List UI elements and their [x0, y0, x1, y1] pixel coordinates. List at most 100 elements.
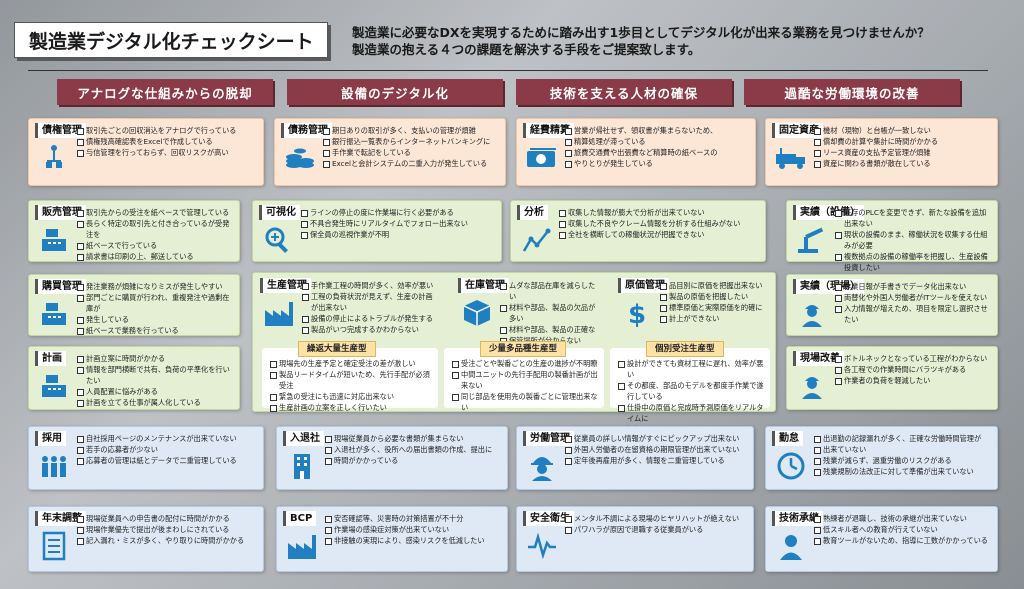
card-title: 安全衛生	[523, 511, 574, 526]
checklist-item: 銀行振込一覧表からインターネットバンキングに	[323, 136, 501, 147]
checklist-item: 外国人労働者の在留資格の期限管理が出来ていない	[565, 444, 749, 455]
card-title: 生産管理	[260, 278, 311, 293]
checklist-item: 紙ベースで業務を行っている	[77, 325, 235, 336]
worker-icon	[795, 297, 829, 331]
card-item-list: 品目別に原価を把握出来ない製品の原価を把握したい標準原価と実際原価を的確に計上が…	[660, 280, 768, 324]
checklist-item: 計上ができない	[660, 313, 768, 324]
checklist-item: 緊急の受注にも迅速に対応出来ない	[270, 391, 434, 402]
checklist-item: 各工程での作業時間にバラツキがある	[835, 364, 993, 375]
checklist-item: 手作業工程の時間が多く、効率が悪い	[302, 280, 436, 291]
card-anzen: 安全衛生メンタル不調による現場のヒヤリハットが絶えないパワハラが原因で退職する従…	[516, 506, 754, 572]
checklist-item: ボトルネックとなっている工程がわからない	[835, 353, 993, 364]
checklist-item: その都度、部品のモデルを都度手作業で遂行している	[618, 380, 766, 402]
chart-icon	[519, 223, 553, 257]
checklist-item: パワハラが原因で退職する従業員がいる	[565, 524, 749, 535]
checklist-item: 非接触の実現により、感染リスクを低減したい	[325, 535, 503, 546]
checklist-item: 紙ベースで行っている	[77, 240, 235, 251]
sub-section-item-list: 現場先の生産予定と確定受注の差が激しい製品リードタイムが短いため、先行手配が必須…	[270, 358, 434, 413]
checklist-item: 定年後再雇用が多く、情報を二重管理している	[565, 455, 749, 466]
card-title: 実績（設備）	[793, 205, 864, 220]
sub-section-item-list: 受注ごとや製番ごとの生産の進捗が不明瞭中間ユニットの先行手配用の製番計画が出来な…	[452, 358, 600, 413]
card-title: 計画	[35, 351, 66, 366]
card-title: 技術承継	[772, 511, 823, 526]
card-item-list: 自社採用ページのメンテナンスが出来ていない若手の応募者が少ない応募者の管理は紙と…	[77, 433, 259, 466]
checklist-item: 収集した不良やクレーム情報を分析する仕組みがない	[559, 218, 761, 229]
box-icon	[460, 296, 494, 330]
sub-section-title: 繰返大量生産型	[298, 341, 376, 357]
clock-icon	[774, 449, 808, 483]
checklist-item: 作業場の感染症対策が出来ていない	[325, 524, 503, 535]
checklist-item: 情報を部門横断で共有、負荷の平準化を行いたい	[77, 364, 235, 386]
card-saiyo: 採用自社採用ページのメンテナンスが出来ていない若手の応募者が少ない応募者の管理は…	[28, 426, 264, 490]
checklist-item: 出退勤の記録漏れが多く、正確な労働時間管理が	[814, 433, 993, 444]
checklist-item: 工程の負荷状況が見えず、生産の計画が出来ない	[302, 291, 436, 313]
checklist-item: 作業者の負荷を軽減したい	[835, 375, 993, 386]
dollar-icon: $	[620, 296, 654, 330]
tree-icon	[37, 141, 71, 175]
card-title: 経費精算	[523, 123, 574, 138]
checklist-item: 材料や部品、製品の正確な	[500, 324, 600, 335]
card-title: 購買管理	[35, 279, 86, 294]
card-gijutsu: 技術承継熟練者が退職し、技術の承継が出来ていない低スキル者への教育が行えていない…	[765, 506, 998, 572]
checklist-item: 入力情報が増えため、項目を限定し選択させたい	[835, 303, 993, 325]
checklist-item: 人員配置に悩みがある	[77, 386, 235, 397]
checklist-item: やりとりが発生している	[565, 158, 751, 169]
card-nyusha: 入退社現場従業員から必要な書類が集まらない入退社が多く、役所への届出書類の作成、…	[276, 426, 508, 490]
checklist-item: 生産計画の立案を正しく行いたい	[270, 402, 434, 413]
card-kintai: 勤怠出退勤の記録漏れが多く、正確な労働時間管理が出来ていない残業が減らず、過重労…	[765, 426, 998, 490]
truck-icon	[774, 141, 808, 175]
card-item-list: 作業日報が手書きでデータ化出来ない両替化や外国人労働者がITツールを使えない入力…	[835, 281, 993, 325]
card-bunseki: 分析収集した情報が膨大で分析が出来ていない収集した不良やクレーム情報を分析する仕…	[510, 200, 766, 262]
checklist-item: 発注業務が煩雑になりミスが発生しやすい	[77, 281, 235, 292]
intro-line-2: 製造業の抱える４つの課題を解決する手段をご提案致します。	[352, 42, 701, 57]
card-item-list: 安否確認等、災害時の対策措置が不十分作業場の感染症対策が出来ていない非接触の実現…	[325, 513, 503, 546]
intro-text: 製造業に必要なDXを実現するために踏み出す1歩目としてデジタル化が出来る業務を見…	[352, 24, 1022, 58]
checklist-item: 長らく特定の取引先と付き合っているが受発注を	[77, 218, 235, 240]
checklist-item: 償却費の計算や集計に時間がかかる	[814, 136, 993, 147]
category-analog: アナログな仕組みからの脱却	[57, 79, 273, 105]
checklist-item: 製品の原価を把握したい	[660, 291, 768, 302]
card-saiken: 債権管理取引先ごとの回収消込をアナログで行っている債権残高確認表をExcelで作…	[28, 118, 264, 186]
card-nenmatsu: 年末調整現場従業員への申告書の配付に時間がかかる現場作業優先で提出が後まわしにさ…	[28, 506, 264, 572]
checklist-item: 作業日報が手書きでデータ化出来ない	[835, 281, 993, 292]
checklist-item: 安否確認等、災害時の対策措置が不十分	[325, 513, 503, 524]
checklist-item: 材料や部品、製品の欠品が多い	[500, 302, 600, 324]
checklist-item: 応募者の管理は紙とデータで二重管理している	[77, 455, 259, 466]
register-icon	[37, 223, 71, 257]
card-title: 在庫管理	[458, 278, 509, 293]
checklist-item: 現場作業優先で提出が後まわしにされている	[77, 524, 259, 535]
card-item-list: 取引先ごとの回収消込をアナログで行っている債権残高確認表をExcelで作成してい…	[77, 125, 259, 158]
checklist-item: 残業規制の法改正に対して準備が出来ていない	[814, 466, 993, 477]
card-title: 固定資産	[772, 123, 823, 138]
checklist-item: 取引先ごとの回収消込をアナログで行っている	[77, 125, 259, 136]
people-icon	[37, 449, 71, 483]
card-title: 可視化	[259, 205, 300, 220]
card-konyu: 購買管理発注業務が煩雑になりミスが発生しやすい部門ごとに購買が行われ、重複発注や…	[28, 274, 240, 336]
robot-arm-icon	[795, 223, 829, 257]
checklist-item: 同じ部品を使用先の製番ごとに管理出来ない	[452, 391, 600, 413]
sub-kurikaeshi-box: 繰返大量生産型現場先の生産予定と確定受注の差が激しい製品リードタイムが短いため、…	[262, 341, 438, 412]
card-saimu: 債務管理期日ありの取引が多く、支払いの管理が煩雑銀行振込一覧表からインターネット…	[274, 118, 506, 186]
checklist-item: 現場先の生産予定と確定受注の差が激しい	[270, 358, 434, 369]
card-title: 販売管理	[35, 205, 86, 220]
card-hanbai: 販売管理取引先からの受注を紙ベースで管理している長らく特定の取引先と付き合ってい…	[28, 200, 240, 262]
category-labor: 過酷な労働環境の改善	[744, 79, 960, 105]
checklist-item: 期日ありの取引が多く、支払いの管理が煩雑	[323, 125, 501, 136]
checklist-item: 両替化や外国人労働者がITツールを使えない	[835, 292, 993, 303]
worker-icon	[795, 369, 829, 403]
card-item-list: ラインの停止の度に作業場に行く必要がある不具合発生時にリアルタイムでフォロー出来…	[301, 207, 497, 240]
checklist-item: 時間がかかっている	[325, 455, 503, 466]
card-title: 原価管理	[618, 278, 669, 293]
card-kashika: 可視化ラインの停止の度に作業場に行く必要がある不具合発生時にリアルタイムでフォロ…	[252, 200, 502, 262]
checklist-item: 設計ができても資材工程に遅れ、効率が悪い	[618, 358, 766, 380]
card-title: 実績（現場）	[793, 279, 864, 294]
divider	[28, 70, 988, 71]
checklist-item: Excelと会計システムの二重入力が発生している	[323, 158, 501, 169]
card-item-list: 収集した情報が膨大で分析が出来ていない収集した不良やクレーム情報を分析する仕組み…	[559, 207, 761, 240]
checklist-item: 営業が帰社せず、領収書が集まらないため、	[565, 125, 751, 136]
checklist-item: 仕掛中の原価と完成時予測原価をリアルタイムに	[618, 402, 766, 424]
page-title-text: 製造業デジタル化チェックシート	[29, 30, 314, 53]
sub-section-item-list: 設計ができても資材工程に遅れ、効率が悪いその都度、部品のモデルを都度手作業で遂行…	[618, 358, 766, 435]
checklist-item: 教育ツールがないため、指導に工数がかかっている	[814, 535, 993, 546]
checklist-item: 資産に関わる書類が散在している	[814, 158, 993, 169]
